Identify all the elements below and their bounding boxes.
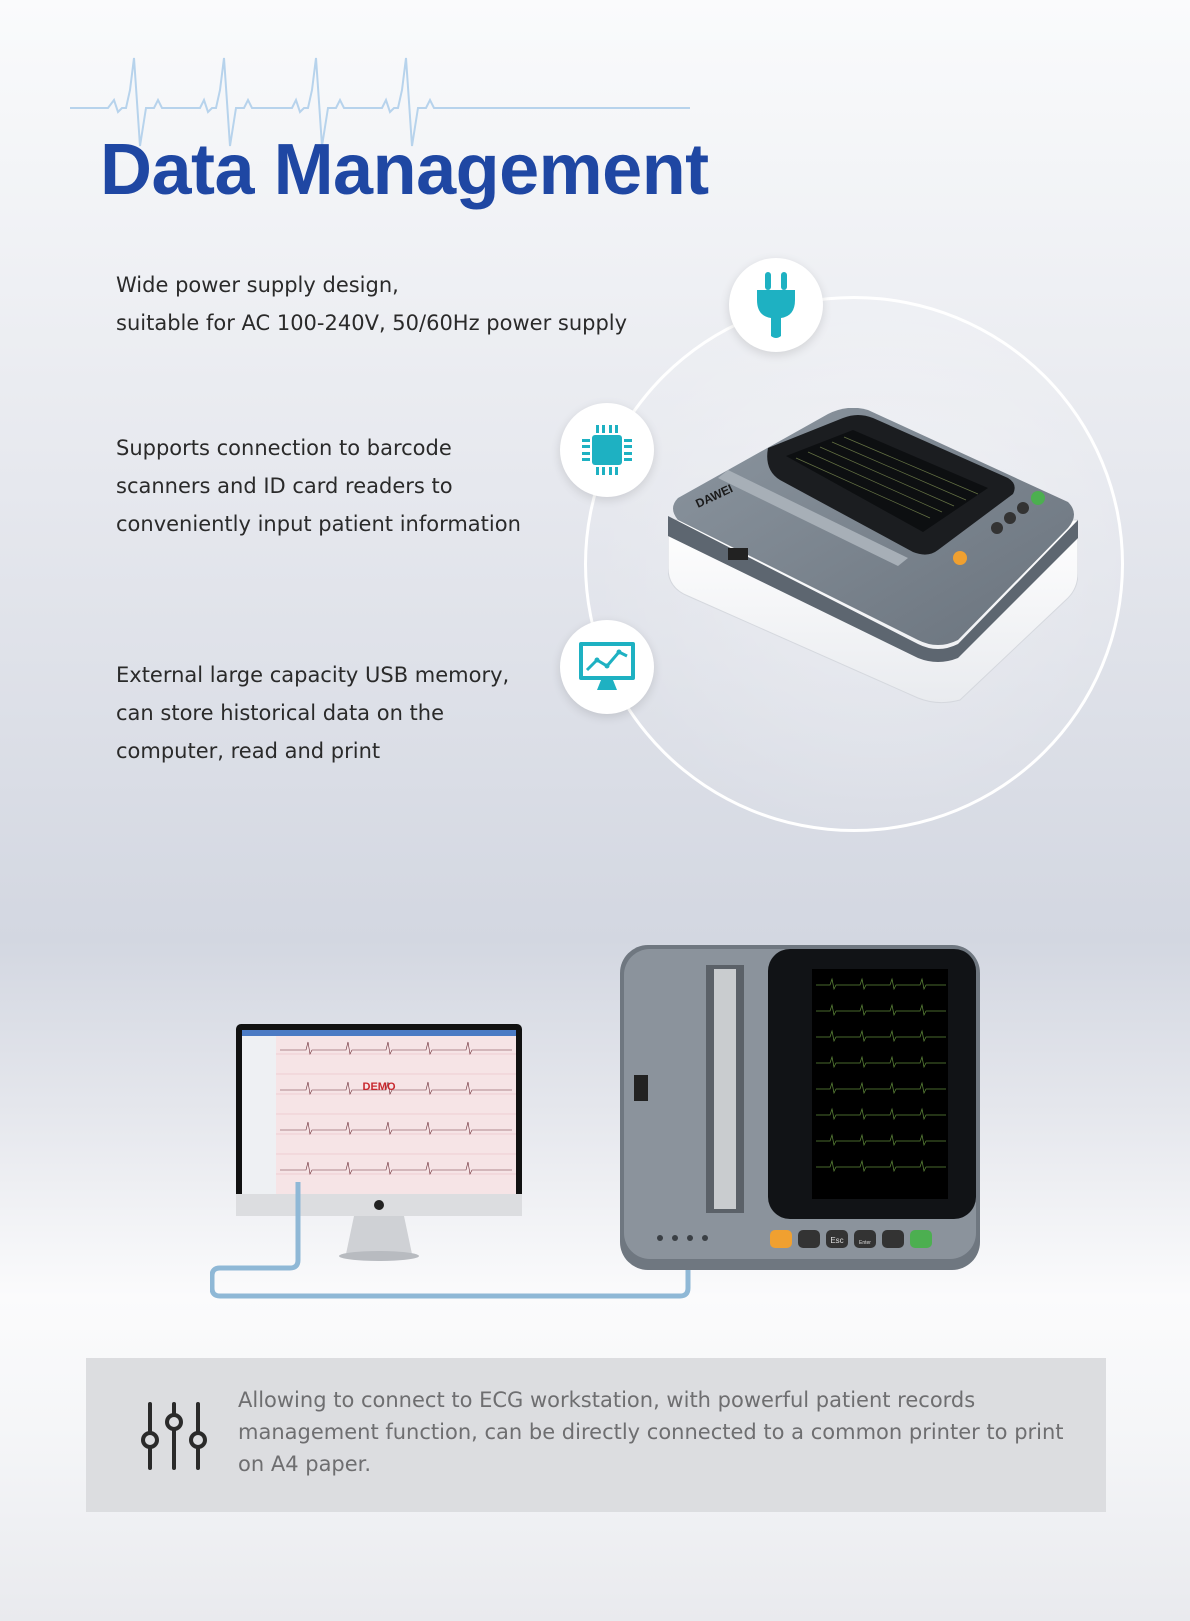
- monitor-chart-icon-bubble: [560, 620, 654, 714]
- power-plug-icon-bubble: [729, 258, 823, 352]
- info-banner: Allowing to connect to ECG workstation, …: [86, 1358, 1106, 1512]
- feature-text-line: scanners and ID card readers to: [116, 474, 453, 498]
- feature-scanner-support: Supports connection to barcode scanners …: [116, 429, 636, 543]
- ecg-device-perspective-image: DAWEI: [668, 408, 1078, 704]
- ecg-device-front-image: Esc Enter: [620, 945, 980, 1270]
- workstation-computer-image: DEMO: [236, 1024, 522, 1261]
- screen-demo-watermark: DEMO: [363, 1081, 396, 1093]
- banner-text-line: management function, can be directly con…: [238, 1420, 1064, 1444]
- monitor-chart-icon: [579, 642, 635, 690]
- banner-text-line: Allowing to connect to ECG workstation, …: [238, 1388, 976, 1412]
- power-plug-icon: [757, 272, 795, 338]
- feature-power-supply: Wide power supply design, suitable for A…: [116, 266, 636, 342]
- ecg-heartbeat-decoration: [70, 57, 690, 147]
- apple-logo-icon: [374, 1200, 384, 1210]
- sliders-icon: [141, 1402, 207, 1470]
- device-enter-key-label: Enter: [859, 1240, 871, 1246]
- page-title: Data Management: [100, 130, 709, 210]
- chip-icon-bubble: [560, 403, 654, 497]
- feature-text-line: conveniently input patient information: [116, 512, 521, 536]
- banner-text-line: on A4 paper.: [238, 1452, 372, 1476]
- feature-text-line: External large capacity USB memory,: [116, 663, 510, 687]
- feature-text-line: computer, read and print: [116, 739, 381, 763]
- feature-usb-memory: External large capacity USB memory, can …: [116, 656, 636, 770]
- connection-cable: [210, 1182, 691, 1299]
- banner-description: Allowing to connect to ECG workstation, …: [238, 1384, 1068, 1480]
- feature-text-line: Supports connection to barcode: [116, 436, 452, 460]
- chip-icon: [582, 425, 632, 475]
- feature-text-line: Wide power supply design,: [116, 273, 399, 297]
- device-esc-key-label: Esc: [830, 1236, 843, 1245]
- feature-text-line: suitable for AC 100-240V, 50/60Hz power …: [116, 311, 628, 335]
- feature-text-line: can store historical data on the: [116, 701, 445, 725]
